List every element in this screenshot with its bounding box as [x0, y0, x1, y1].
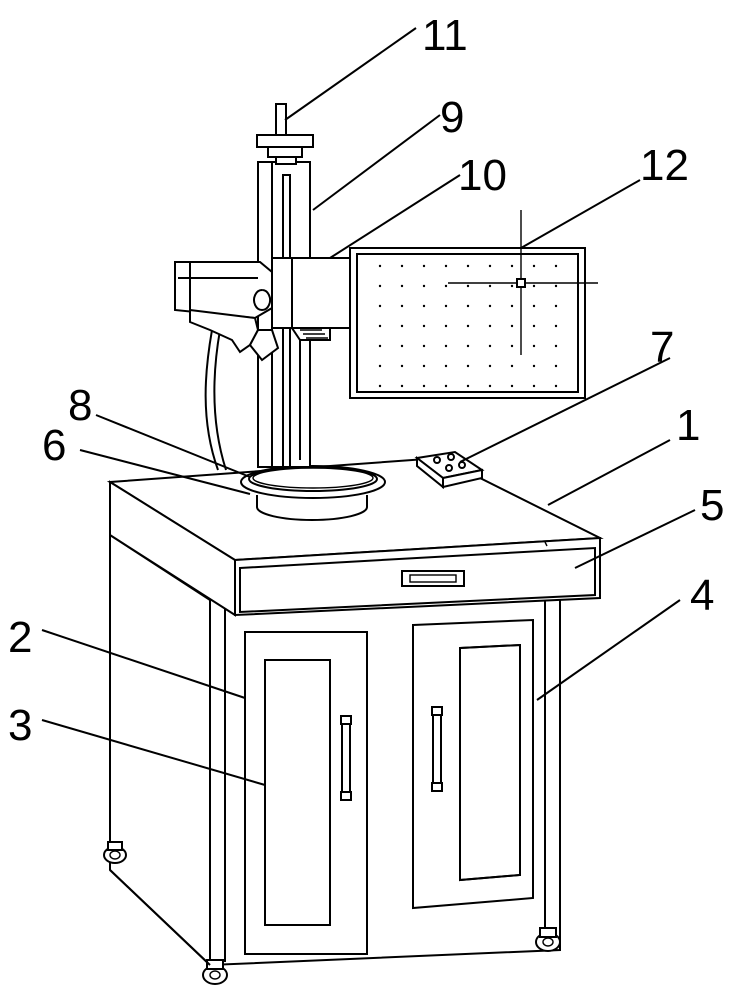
label-1: 1	[676, 401, 700, 450]
label-4: 4	[690, 571, 714, 620]
label-11: 11	[422, 11, 468, 60]
right-door	[412, 618, 534, 910]
slide-block	[271, 257, 351, 460]
label-6: 6	[42, 421, 66, 470]
label-2: 2	[8, 613, 32, 662]
label-7: 7	[650, 323, 674, 372]
casters	[103, 841, 561, 985]
laser-head	[174, 261, 280, 362]
label-5: 5	[700, 481, 724, 530]
label-10: 10	[458, 151, 507, 200]
work-platform	[240, 465, 386, 521]
monitor	[349, 210, 598, 399]
label-3: 3	[8, 701, 32, 750]
drawer	[239, 546, 596, 614]
label-12: 12	[640, 141, 689, 190]
part-labels: 11 9 10 12 7 8 6 1 5 4 2 3	[8, 11, 724, 750]
leader-lines	[41, 27, 696, 786]
control-box	[414, 450, 485, 490]
left-door	[244, 631, 368, 955]
label-8: 8	[68, 381, 92, 430]
label-9: 9	[440, 93, 464, 142]
